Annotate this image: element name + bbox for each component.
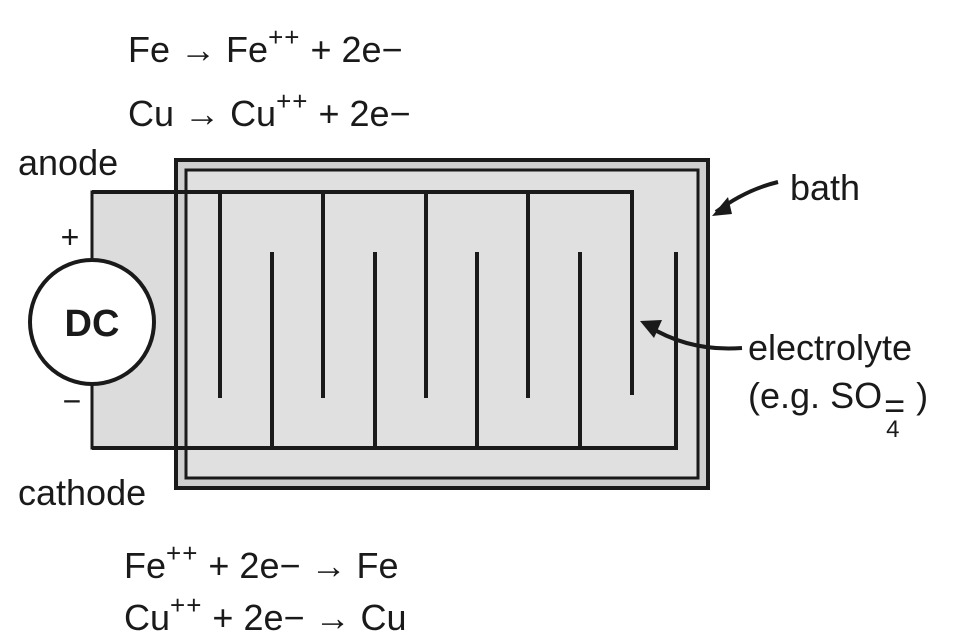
cathode-equation-cu: Cu++ + 2e− → Cu	[124, 590, 407, 638]
bath-inner-wall	[184, 168, 700, 480]
electrolyte-example: (e.g. SO=4 )	[748, 375, 929, 443]
bath-arrow-head	[712, 197, 732, 216]
anode-bus-bar	[92, 190, 634, 395]
cathode-bus-bar	[92, 252, 678, 450]
dc-source-label: DC	[65, 303, 120, 345]
anode-equation-cu: Cu → Cu++ + 2e−	[128, 86, 411, 134]
electrolyte-label: electrolyte	[748, 327, 913, 368]
anode-equation-fe: Fe → Fe++ + 2e−	[128, 22, 403, 70]
anode-label: anode	[18, 142, 119, 183]
bath-label: bath	[790, 167, 861, 208]
cathode-label: cathode	[18, 472, 147, 513]
cathode-equation-fe: Fe++ + 2e− → Fe	[124, 538, 399, 586]
dc-source-circle	[28, 258, 156, 386]
negative-terminal-sign: −	[63, 383, 82, 419]
positive-terminal-sign: +	[61, 219, 80, 255]
electrolyte-arrow-head	[640, 320, 662, 338]
